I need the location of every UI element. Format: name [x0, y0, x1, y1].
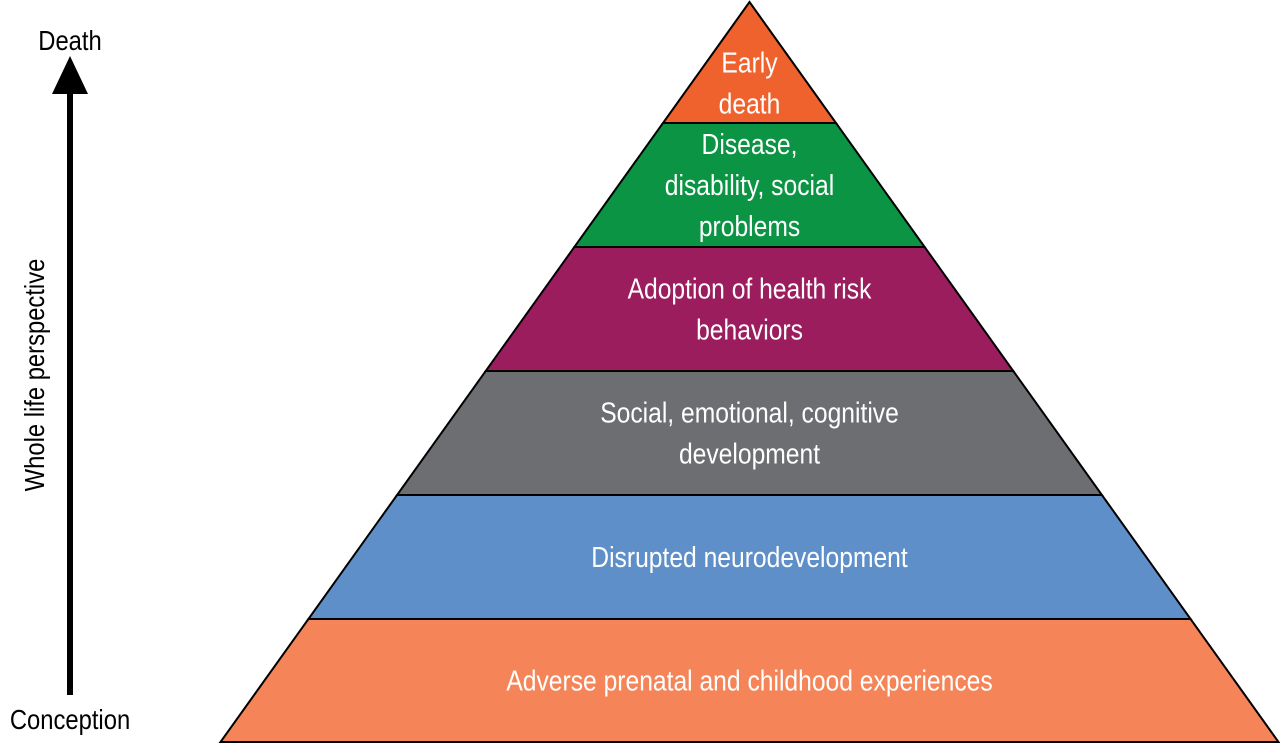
- layer-label-line: problems: [699, 210, 800, 242]
- layer-social-emotional-cognitive: Social, emotional, cognitive development: [395, 370, 1104, 496]
- layer-label-line: Adoption of health risk: [628, 273, 872, 305]
- layer-label-line: Disease,: [702, 128, 798, 160]
- death-label: Death: [38, 24, 101, 56]
- layer-label-line: death: [719, 88, 781, 120]
- layer-shape: [395, 370, 1104, 496]
- layer-label-line: Adverse prenatal and childhood experienc…: [506, 665, 992, 697]
- whole-life-perspective-label: Whole life perspective: [18, 259, 50, 492]
- life-axis: Death Conception Whole life perspective: [10, 24, 130, 735]
- arrow-up-icon: [52, 56, 88, 94]
- layer-label-line: Social, emotional, cognitive: [600, 397, 899, 429]
- layer-disease-disability: Disease, disability, social problems: [572, 122, 927, 248]
- layer-label-line: disability, social: [665, 169, 834, 201]
- layer-label-line: Disrupted neurodevelopment: [591, 541, 908, 573]
- layer-disrupted-neurodevelopment: Disrupted neurodevelopment: [306, 494, 1193, 620]
- layer-health-risk-behaviors: Adoption of health risk behaviors: [483, 246, 1016, 372]
- layer-shape: [483, 246, 1016, 372]
- layer-label-line: Early: [721, 47, 778, 79]
- conception-label: Conception: [10, 703, 130, 735]
- layer-early-death: Early death: [661, 0, 838, 124]
- layer-adverse-experiences: Adverse prenatal and childhood experienc…: [218, 618, 1280, 743]
- layer-label-line: behaviors: [696, 314, 803, 346]
- layer-label-line: development: [679, 438, 821, 470]
- layer-shape: [218, 618, 1280, 743]
